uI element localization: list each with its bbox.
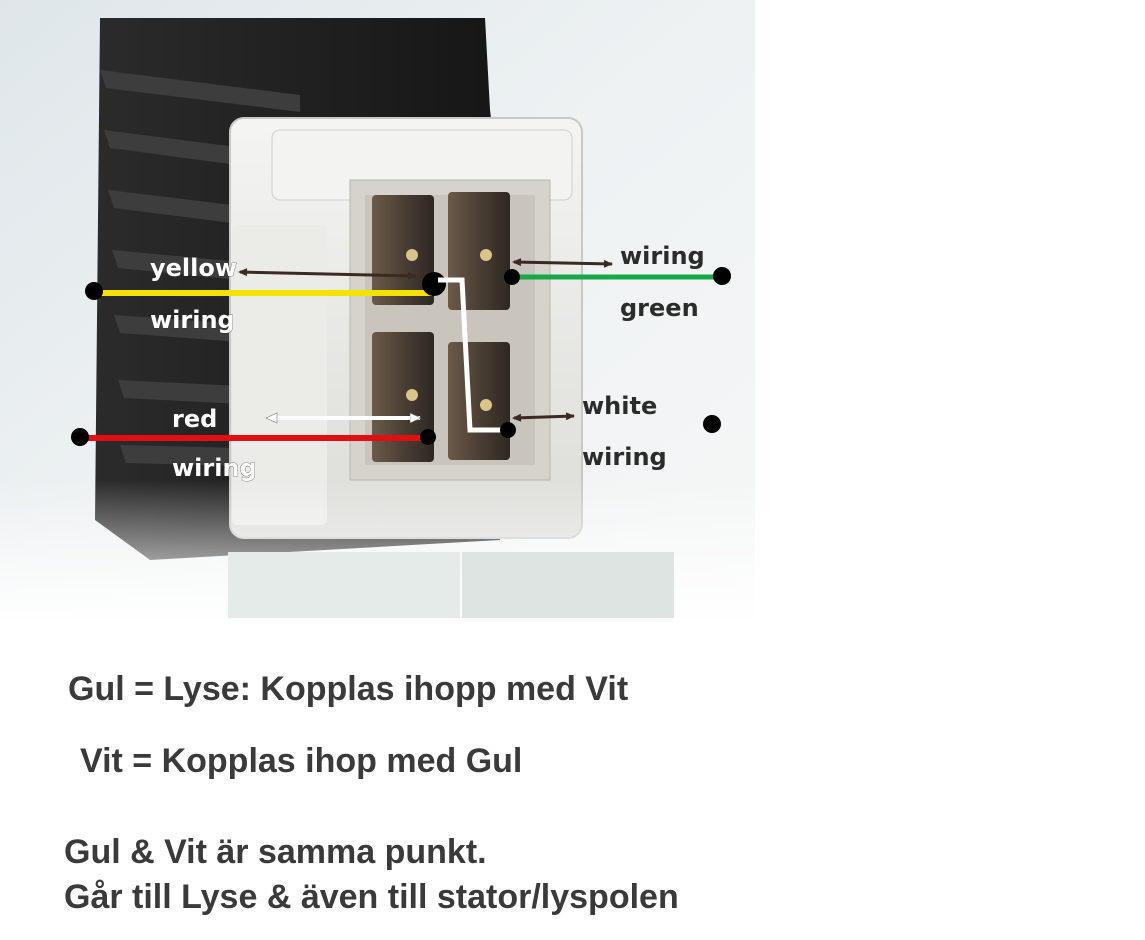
- label-green-top: wiring: [620, 242, 705, 270]
- label-yellow: yellow: [150, 254, 237, 282]
- green-wire: [504, 267, 731, 285]
- white-arrow: [512, 412, 575, 422]
- label-red-sub: wiring: [172, 454, 257, 482]
- label-green: green: [620, 294, 699, 322]
- red-wire: [71, 428, 436, 446]
- label-yellow-sub: wiring: [150, 306, 235, 334]
- label-white-sub: wiring: [582, 443, 667, 471]
- note-line-2: Vit = Kopplas ihop med Gul: [80, 742, 523, 780]
- label-white: white: [582, 392, 657, 420]
- regulator-photo: [0, 0, 755, 620]
- white-wire: [438, 277, 721, 438]
- yellow-arrow: [238, 268, 417, 280]
- note-line-1: Gul = Lyse: Kopplas ihopp med Vit: [68, 670, 629, 708]
- note-line-4: Går till Lyse & även till stator/lyspole…: [64, 878, 679, 916]
- label-red: red: [172, 405, 217, 433]
- note-line-3: Gul & Vit är samma punkt.: [64, 833, 487, 871]
- green-arrow: [512, 258, 613, 268]
